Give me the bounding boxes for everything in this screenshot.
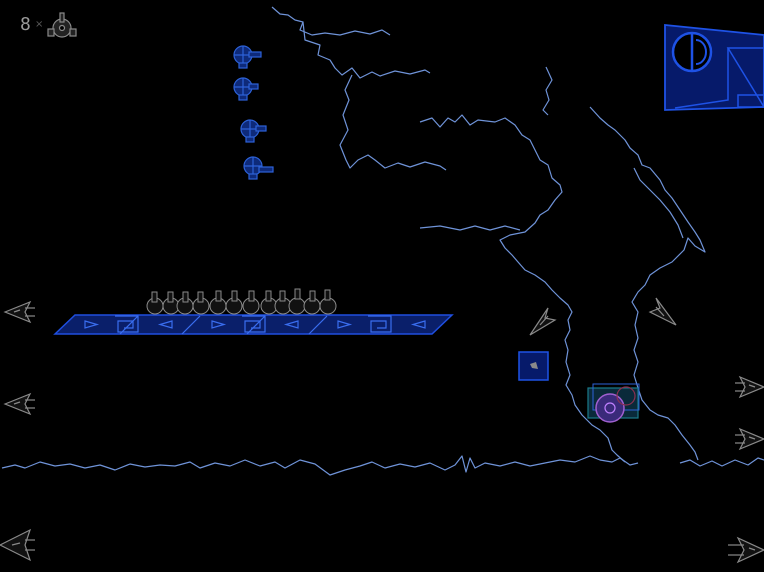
cave-ceiling-crack xyxy=(271,6,391,36)
dome-mine-icon xyxy=(303,290,321,315)
arrowhead-ships xyxy=(0,297,764,564)
cave-floor xyxy=(1,455,639,476)
crystal-pickup-icon xyxy=(518,351,549,381)
satellite-turret-icon xyxy=(243,156,274,180)
dome-mine-icon xyxy=(209,290,227,315)
cave-upper-ledge xyxy=(302,21,431,79)
dome-mines xyxy=(146,288,337,315)
platform-glyphs xyxy=(84,315,426,335)
dome-mine-icon xyxy=(319,289,337,315)
cave-right-spike xyxy=(633,167,684,239)
cave-floor-right xyxy=(679,457,764,467)
arrowhead-ship-icon xyxy=(529,307,557,336)
lives-separator: × xyxy=(35,19,44,30)
dome-mine-icon xyxy=(176,291,194,315)
lives-counter: 8 xyxy=(20,14,31,35)
cave-hairline xyxy=(542,66,553,116)
dome-mine-icon xyxy=(242,290,260,315)
dome-mine-icon xyxy=(162,291,180,315)
arrowhead-ship-icon xyxy=(735,375,764,399)
player-ship-icon xyxy=(587,383,640,423)
cave-mid-branch xyxy=(419,225,521,231)
satellite-turret-icon xyxy=(240,119,267,143)
arrowhead-ship-icon xyxy=(648,297,677,326)
arrowhead-ship-icon xyxy=(728,536,764,564)
dome-mine-icon xyxy=(260,290,278,315)
dome-mine-icon xyxy=(288,288,306,315)
cave-mid-ridge xyxy=(419,114,626,463)
satellite-turrets xyxy=(233,45,274,180)
ship-life-icon xyxy=(47,12,77,38)
cave-left-pillar xyxy=(339,74,447,171)
arrowhead-ship-icon xyxy=(0,528,35,562)
dome-mine-icon xyxy=(146,291,164,315)
dome-mine-icon xyxy=(274,290,292,315)
arrowhead-ship-icon xyxy=(3,392,35,416)
satellite-turret-icon xyxy=(233,45,262,69)
arrowhead-ship-icon xyxy=(3,300,35,324)
dome-mine-icon xyxy=(192,291,210,315)
cave-right-wall xyxy=(589,106,706,461)
arrowhead-ship-icon xyxy=(735,427,764,451)
blue-platform xyxy=(53,314,454,335)
cave-walls xyxy=(1,6,764,476)
satellite-turret-icon xyxy=(233,77,259,101)
dome-mine-icon xyxy=(225,290,243,315)
platform-base xyxy=(53,314,454,335)
exit-gate-icon xyxy=(664,24,764,111)
